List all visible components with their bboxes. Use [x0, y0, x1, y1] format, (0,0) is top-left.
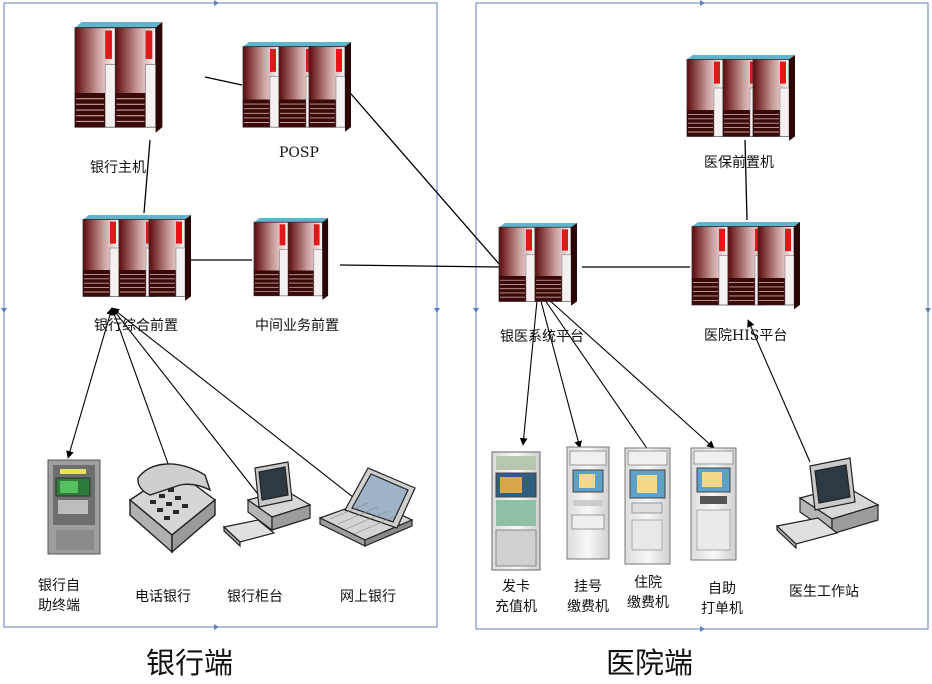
card-issue-label-line1: 发卡: [502, 579, 530, 595]
bank-front-server-icon: [82, 215, 191, 301]
bank-host-server-icon: [74, 22, 163, 133]
posp-server-icon: [242, 42, 351, 132]
registration-label-line1: 挂号: [574, 579, 602, 595]
self-print-kiosk-icon: [690, 447, 737, 561]
atm-label-line2: 助终端: [38, 598, 80, 614]
atm-terminal-icon: [47, 459, 101, 555]
bank-zone-title: 银行端: [146, 646, 234, 680]
connection-lines: [143, 76, 748, 268]
his-platform-label: 医院HIS平台: [704, 328, 788, 344]
inpatient-label-line1: 住院: [634, 575, 662, 591]
atm-label-line1: 银行自: [38, 578, 80, 594]
insurance-front-server-icon: [686, 55, 795, 141]
phone-bank-label: 电话银行: [135, 589, 191, 605]
registration-label-line2: 缴费机: [567, 599, 609, 615]
posp-label: POSP: [279, 145, 319, 161]
telephone-icon: [128, 463, 217, 554]
inpatient-kiosk-icon: [624, 447, 671, 565]
hospital-zone-title: 医院端: [606, 646, 694, 680]
self-print-label-line1: 自助: [708, 581, 736, 597]
counter-computer-icon: [222, 461, 312, 548]
bank-zone-border: [3, 2, 438, 628]
self-print-label-line2: 打单机: [701, 601, 743, 617]
card-issue-label-line2: 充值机: [495, 599, 537, 615]
inpatient-label-line2: 缴费机: [627, 595, 669, 611]
bank-front-label: 银行综合前置: [94, 318, 178, 334]
middleware-front-server-icon: [253, 218, 329, 300]
middleware-front-label: 中间业务前置: [255, 318, 339, 334]
bank-medical-platform-server-icon: [498, 223, 577, 306]
card-issue-kiosk-icon: [491, 451, 541, 571]
bank-host-label: 银行主机: [90, 160, 146, 176]
counter-label: 银行柜台: [227, 589, 283, 605]
doctor-station-label: 医生工作站: [789, 584, 859, 600]
insurance-front-label: 医保前置机: [704, 155, 774, 171]
registration-kiosk-icon: [566, 446, 610, 560]
doctor-workstation-icon: [775, 457, 880, 550]
online-bank-label: 网上银行: [340, 589, 396, 605]
laptop-icon: [318, 467, 416, 547]
bank-medical-platform-label: 银医系统平台: [500, 329, 584, 345]
his-platform-server-icon: [691, 222, 800, 310]
